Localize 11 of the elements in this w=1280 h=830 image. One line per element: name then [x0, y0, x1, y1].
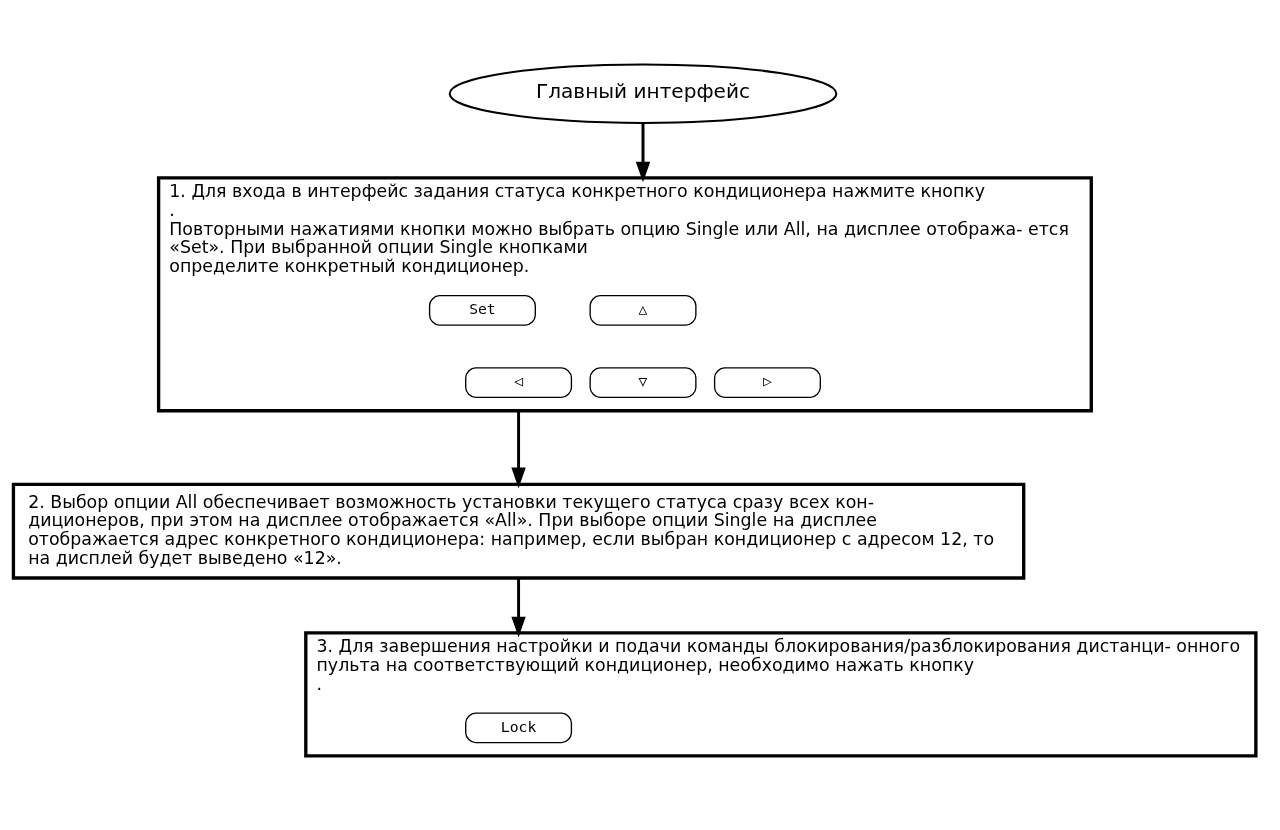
arrow: [635, 122, 651, 182]
node-box: Set: [428, 294, 536, 326]
node-ellipse: Главный интерфейс: [448, 62, 838, 124]
node-box: ▷: [713, 366, 821, 398]
arrow: [511, 577, 526, 637]
node-box: ▽: [589, 366, 697, 398]
node-box: 2. Выбор опции All обеспечивает возможность установки текущего статуса сразу всех кон- диционеров, при этом на дисплее отображается «All». При выборе опции Single на дисплее отображается адрес конкретного кондиционера: например, если выбран кондиционер с адресом 12, то на дисплей будет выведено «12».: [11, 482, 1026, 580]
node-box: ◁: [465, 366, 573, 398]
arrow: [511, 410, 526, 488]
node-box: △: [589, 294, 697, 326]
node-box: Lock: [465, 711, 573, 743]
